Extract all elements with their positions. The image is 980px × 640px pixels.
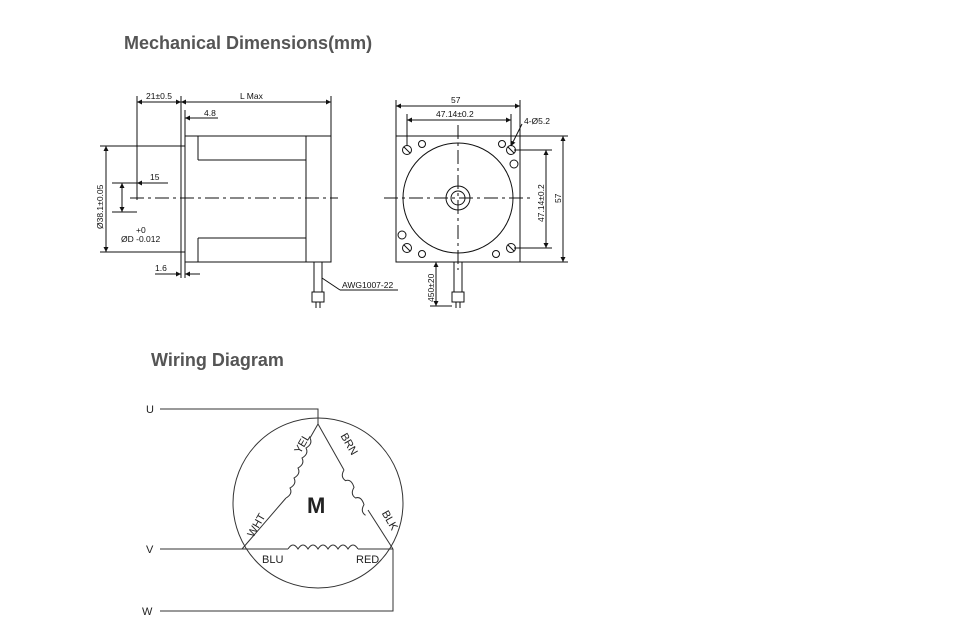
wire-blk-label: BLK [379,509,400,534]
side-cable [313,261,323,293]
side-view-dimension-labels: 21±0.5 L Max 4.8 15 Ø38.1±0.05 +0 ØD -0.… [95,91,393,290]
wire-brn-label: BRN [338,431,360,457]
dim-l-max: L Max [240,91,264,101]
dim-15: 15 [150,172,160,182]
u-terminal-wire [160,408,319,424]
front-view-dimension-labels: 57 47.14±0.2 4-Ø5.2 47.14±0.2 57 450±20 [426,95,563,302]
wire-red-label: RED [356,554,379,566]
terminal-u-label: U [146,404,154,416]
dim-4-8: 4.8 [204,108,216,118]
dim-21: 21±0.5 [146,91,172,101]
terminal-v-label: V [146,544,154,556]
motor-side-view [100,96,398,308]
mechanical-dimensions-title: Mechanical Dimensions(mm) [124,33,373,53]
side-flange [180,145,186,253]
side-body [184,135,332,263]
dim-57-top: 57 [451,95,461,105]
awg-label: AWG1007-22 [342,280,393,290]
coil-blu-red [287,544,359,550]
dim-hole-diameter: 4-Ø5.2 [524,116,550,126]
dim-57-right: 57 [553,193,563,203]
coil-yel-wht [285,437,312,499]
motor-label: M [307,493,325,518]
dim-38-1: Ø38.1±0.05 [95,184,105,229]
coil-brn-blk [341,469,366,516]
wiring-diagram-title: Wiring Diagram [151,350,284,370]
dim-tolerance-bottom: ØD -0.012 [121,234,160,244]
wire-blu-label: BLU [262,554,283,566]
wire-wht-label: WHT [245,511,268,539]
dim-1-6: 1.6 [155,263,167,273]
wiring-diagram [160,408,404,612]
dim-450: 450±20 [426,273,436,302]
terminal-w-label: W [142,606,153,618]
dim-47-14-right: 47.14±0.2 [536,184,546,222]
wiring-labels: U V W M YEL BRN WHT BLK BLU RED [142,404,400,618]
w-terminal-wire [160,549,394,612]
dim-tolerance-top: +0 [136,225,146,235]
motor-front-view [384,100,568,308]
dim-47-14-top: 47.14±0.2 [436,109,474,119]
